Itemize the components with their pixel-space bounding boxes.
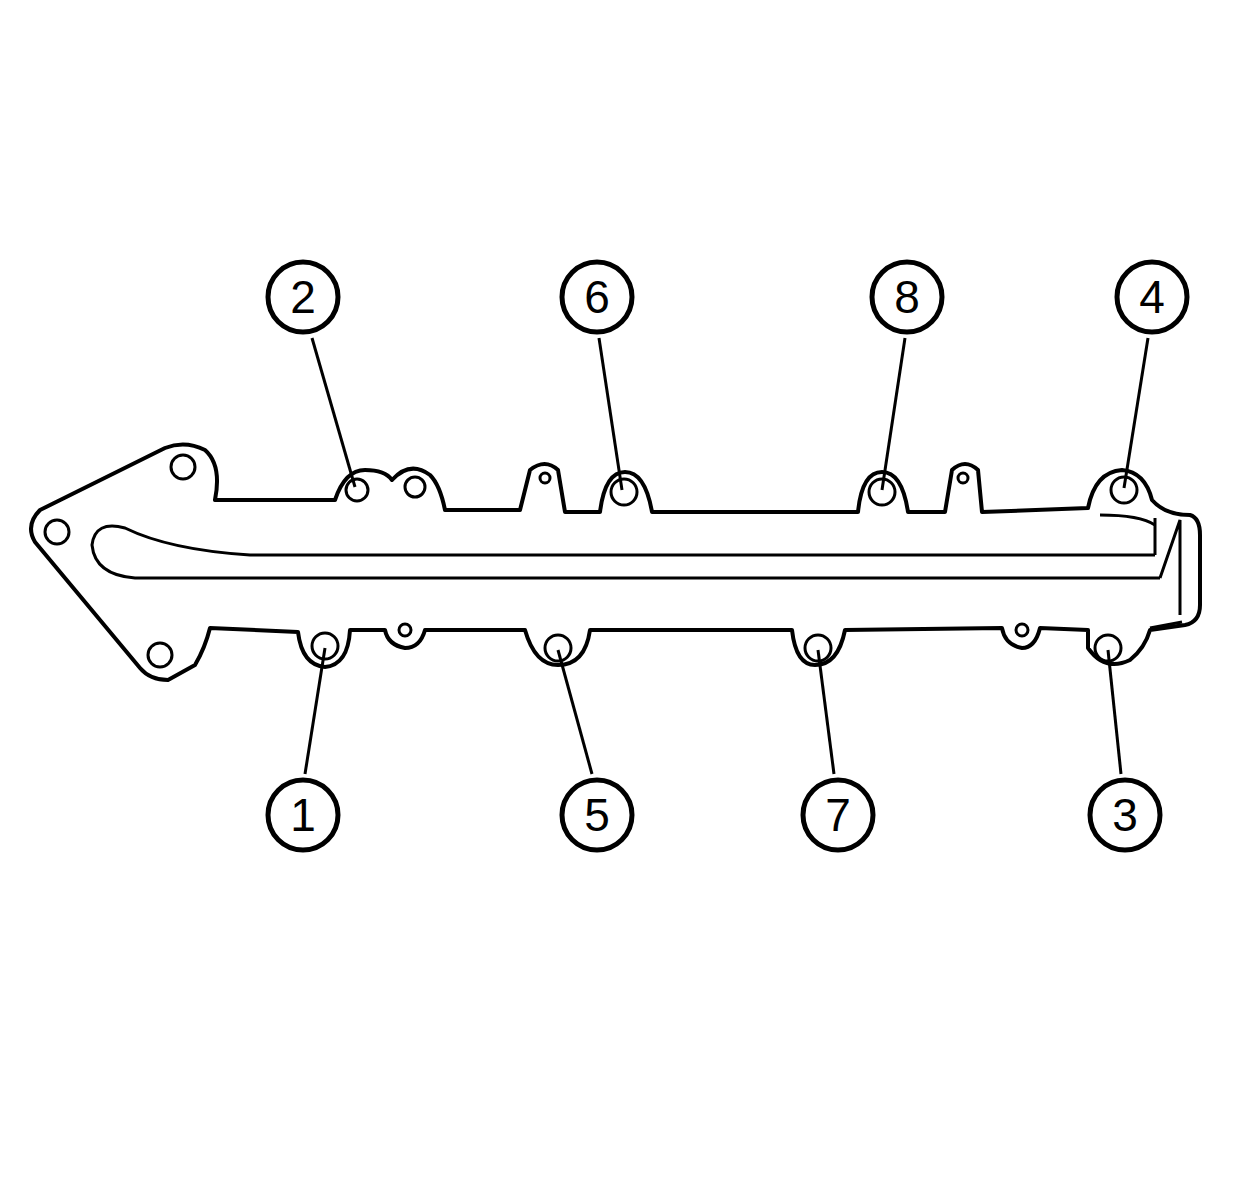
callout-circle: 3 [1087, 777, 1163, 853]
callout-outline [562, 262, 632, 332]
callout-outline [268, 262, 338, 332]
callout-circle: 8 [869, 259, 945, 335]
callout-number: 6 [584, 274, 610, 320]
callout-circle: 5 [559, 777, 635, 853]
callout-circle: 7 [800, 777, 876, 853]
callout-number: 5 [584, 792, 610, 838]
callout-number: 4 [1139, 274, 1165, 320]
callout-outline [872, 262, 942, 332]
callout-outline [562, 780, 632, 850]
leader-line [305, 338, 1148, 774]
callout-outline [268, 780, 338, 850]
callout-outline [803, 780, 873, 850]
callout-number: 1 [290, 792, 316, 838]
callout-outline [1090, 780, 1160, 850]
callout-number: 7 [825, 792, 851, 838]
callout-circle: 1 [265, 777, 341, 853]
callout-outline [1117, 262, 1187, 332]
callout-number: 8 [894, 274, 920, 320]
callout-circle: 4 [1114, 259, 1190, 335]
callout-circle: 6 [559, 259, 635, 335]
callout-number: 2 [290, 274, 316, 320]
callout-number: 3 [1112, 792, 1138, 838]
callout-circle: 2 [265, 259, 341, 335]
